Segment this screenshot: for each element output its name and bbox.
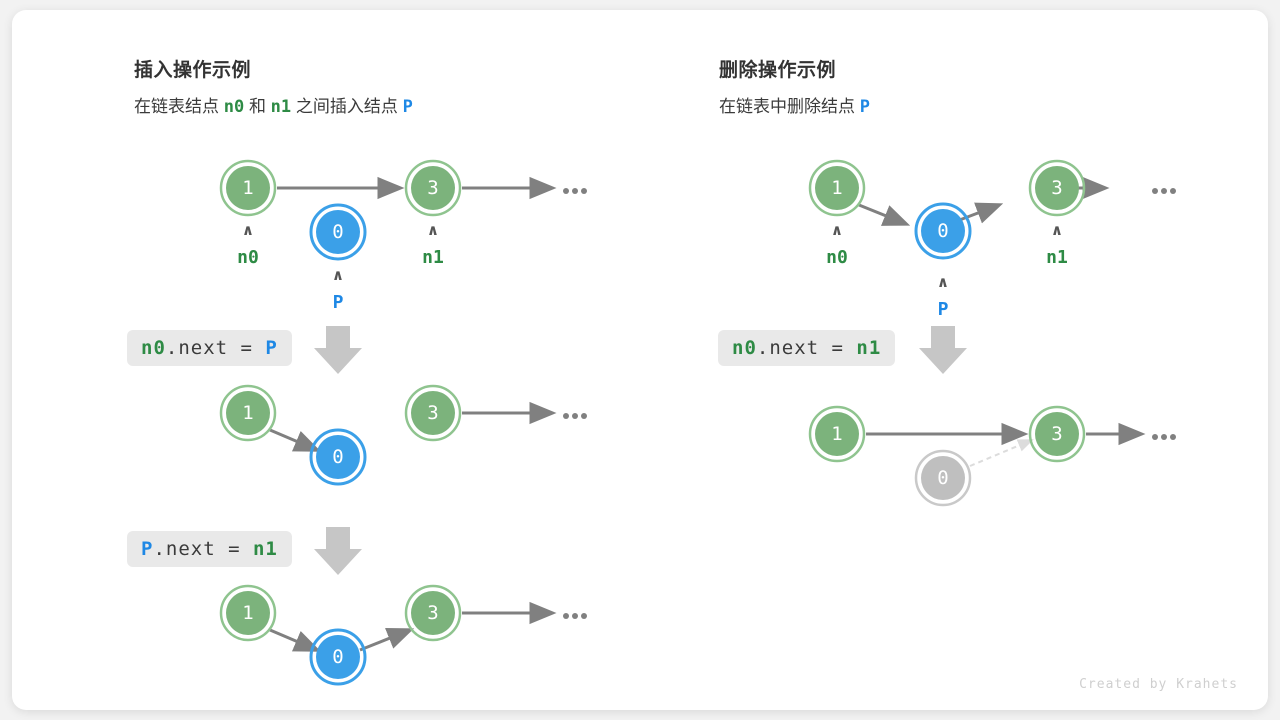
node-value: 1 [242,402,253,424]
node-1: 1 [219,584,277,642]
caret-icon-n1: ∧ [427,221,439,239]
delete-panel-title: 删除操作示例 [719,60,837,81]
arrow-deleted-to-n1-dashed [969,439,1034,467]
pointer-label-n0: n0 [826,247,848,268]
node-value: 0 [937,220,948,242]
down-arrow-icon-step1 [314,326,362,374]
node-1: 1 [219,159,277,217]
arrow-n0-to-p [269,428,322,452]
insert-diagram-svg: 1 0 3 ∧ n0 ∧ [219,159,587,686]
delete-row1: 1 0 3 ∧ n0 ∧ [808,159,1176,320]
ellipsis-icon [1152,434,1176,440]
node-value: 0 [937,467,948,489]
caret-icon-n0: ∧ [831,221,843,239]
node-3: 3 [404,384,462,442]
node-1: 1 [808,159,866,217]
node-value: 3 [427,177,438,199]
node-value: 3 [1051,177,1062,199]
delete-panel-subtitle: 在链表中删除结点 P [719,97,870,117]
caret-icon-p: ∧ [332,266,344,284]
credit-text: Created by Krahets [1079,677,1238,692]
node-0: 0 [309,203,367,261]
pointer-label-n1: n1 [1046,247,1068,268]
ellipsis-icon [563,613,587,619]
node-value: 1 [831,423,842,445]
insert-row2: 1 0 3 [219,384,587,486]
pointer-label-n1: n1 [422,247,444,268]
node-3: 3 [404,584,462,642]
ellipsis-icon [1152,188,1176,194]
insert-panel-title: 插入操作示例 [134,60,252,81]
insert-panel-subtitle: 在链表结点 n0 和 n1 之间插入结点 P [134,97,413,117]
node-value: 0 [332,646,343,668]
node-0-deleted: 0 [914,449,972,507]
delete-diagram-svg: 1 0 3 ∧ n0 ∧ [808,159,1176,507]
node-value: 0 [332,221,343,243]
node-value: 1 [242,177,253,199]
node-3: 3 [1028,405,1086,463]
arrow-n0-to-p [858,203,911,226]
caret-icon-n0: ∧ [242,221,254,239]
node-3: 3 [404,159,462,217]
node-value: 0 [332,446,343,468]
insert-step1-code: n0.next = P [127,330,292,366]
ellipsis-icon [563,188,587,194]
pointer-label-p: P [333,292,344,313]
pointer-label-p: P [938,299,949,320]
insert-panel: 插入操作示例 在链表结点 n0 和 n1 之间插入结点 P n0.next = … [12,10,612,710]
pointer-label-n0: n0 [237,247,259,268]
node-0: 0 [309,428,367,486]
node-1: 1 [808,405,866,463]
insert-row3: 1 0 3 [219,584,587,686]
node-value: 3 [1051,423,1062,445]
delete-row2: 1 0 3 [808,405,1176,507]
node-1: 1 [219,384,277,442]
node-0: 0 [309,628,367,686]
down-arrow-icon-step2 [314,527,362,575]
node-value: 1 [242,602,253,624]
arrow-n0-to-p [269,628,322,652]
node-value: 3 [427,402,438,424]
caret-icon-p: ∧ [937,273,949,291]
node-3: 3 [1028,159,1086,217]
ellipsis-icon [563,413,587,419]
delete-step1-code: n0.next = n1 [718,330,896,366]
arrow-p-to-n1 [359,628,415,652]
insert-row1: 1 0 3 ∧ n0 ∧ [219,159,587,313]
diagram-card: 插入操作示例 在链表结点 n0 和 n1 之间插入结点 P n0.next = … [12,10,1268,710]
node-0: 0 [914,202,972,260]
insert-step2-code: P.next = n1 [127,531,292,567]
caret-icon-n1: ∧ [1051,221,1063,239]
delete-panel: 删除操作示例 在链表中删除结点 P n0.next = n1 1 [596,10,1268,710]
node-value: 1 [831,177,842,199]
node-value: 3 [427,602,438,624]
down-arrow-icon-step1 [919,326,967,374]
